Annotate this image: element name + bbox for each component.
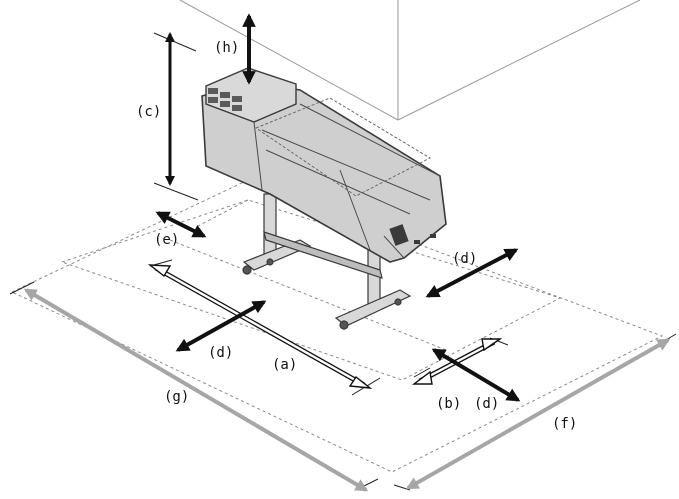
label-h: (h) xyxy=(214,40,239,56)
label-e: (e) xyxy=(154,232,179,248)
control-panel xyxy=(389,224,409,246)
label-g: (g) xyxy=(164,389,189,405)
label-b: (b) xyxy=(436,396,461,412)
printer xyxy=(201,67,447,330)
ink-cartridges xyxy=(208,88,242,111)
black-arrows xyxy=(155,13,521,402)
printer-stand xyxy=(242,193,412,330)
label-c: (c) xyxy=(136,104,161,120)
label-f: (f) xyxy=(552,416,577,432)
dimension-e-arrow xyxy=(155,211,207,238)
dimension-d-arrow-right xyxy=(425,248,519,298)
dimension-f-arrow xyxy=(405,338,671,490)
label-a: (a) xyxy=(272,357,297,373)
dimension-a-arrow xyxy=(147,264,373,389)
dimension-d-arrow-front xyxy=(431,348,521,402)
wall-outline xyxy=(179,0,641,121)
label-d-right: (d) xyxy=(452,251,477,267)
dimension-d-arrow-left xyxy=(175,300,267,352)
label-d-left: (d) xyxy=(208,345,233,361)
label-d-front: (d) xyxy=(474,396,499,412)
dimension-g-arrow xyxy=(23,288,369,492)
